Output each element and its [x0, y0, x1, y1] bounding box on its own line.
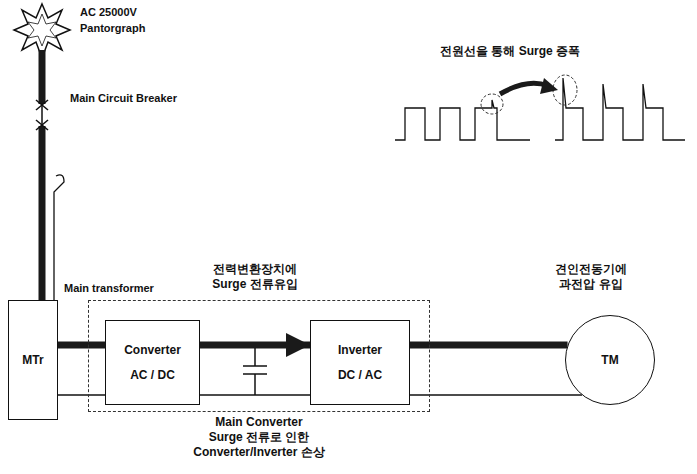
node-title: MTr: [22, 353, 43, 367]
amplify-arrowhead: [540, 78, 558, 94]
surge-highlight: [481, 94, 503, 114]
node-title: TM: [601, 353, 618, 367]
note-label: 견인전동기에 과전압 유입: [546, 262, 636, 292]
converter-group: ConverterAC / DCInverterDC / ACMain Conv…: [88, 300, 430, 412]
node-text: DC / AC: [338, 368, 382, 382]
capacitor-symbol: [243, 348, 267, 395]
pantograph-spark: [14, 4, 70, 58]
node-text: AC / DC: [130, 368, 175, 382]
part-name: Main Circuit Breaker: [70, 92, 177, 106]
voltage-label: AC 25000V: [80, 6, 137, 20]
note-label: 전원선을 통해 Surge 증폭: [440, 44, 580, 59]
note-label: 전력변환장치에 Surge 전류유입: [200, 262, 310, 292]
part-name: Pantorgraph: [80, 22, 145, 36]
transformer-box: MTr: [8, 300, 58, 420]
caption-group: Main ConverterSurge 전류로 인한 Converter/Inv…: [174, 415, 344, 460]
circuit-breaker-symbol: [36, 100, 48, 130]
normal-waveform: [395, 100, 530, 140]
node-title: Converter: [124, 343, 181, 357]
part-name: Main transformer: [62, 282, 156, 296]
converter-box: Converter AC / DC: [105, 320, 200, 405]
feed-line: [39, 50, 46, 104]
power-line: [58, 342, 105, 349]
power-line: [410, 342, 568, 349]
motor-circle: TM: [565, 315, 655, 405]
node-text: Surge 전류로 인한 Converter/Inverter 손상: [174, 430, 344, 460]
feed-line: [39, 126, 46, 300]
power-line: [200, 342, 310, 349]
inverter-box: Inverter DC / AC: [310, 320, 410, 405]
node-title: Main Converter: [215, 415, 302, 430]
node-title: Inverter: [338, 343, 382, 357]
pantograph-core: [28, 14, 56, 46]
amplified-waveform: [555, 78, 685, 140]
